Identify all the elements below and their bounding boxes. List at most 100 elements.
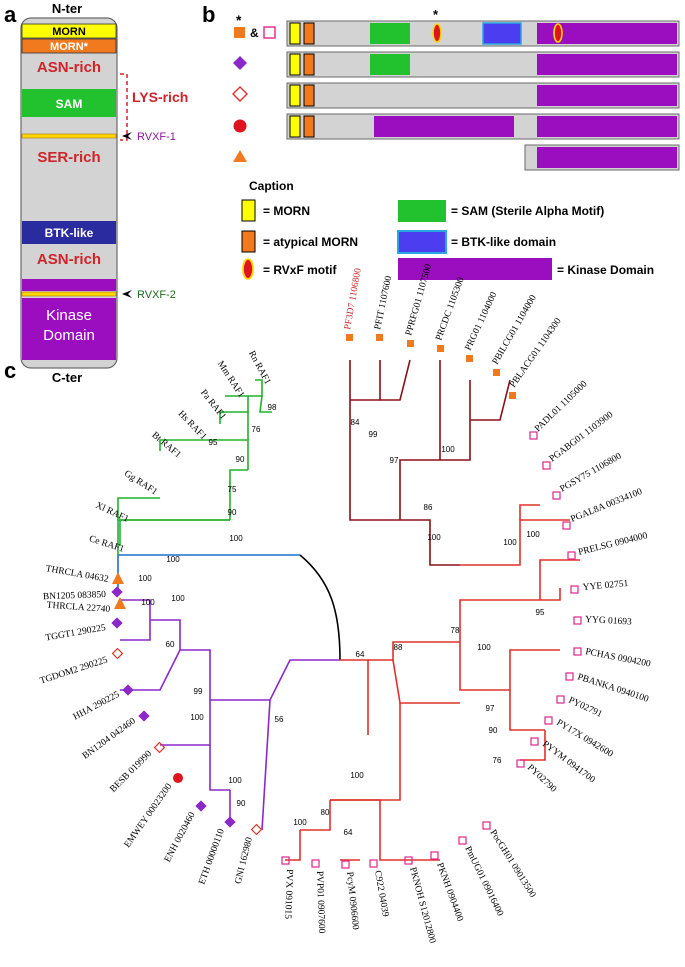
filled-red-circle-icon bbox=[233, 119, 247, 133]
rvxf-1-line bbox=[21, 133, 117, 139]
atypical-morn-label: MORN* bbox=[50, 41, 89, 53]
pf3d7-symbol-icon bbox=[346, 334, 353, 341]
leaf-label: BN1204 042460 bbox=[81, 716, 138, 761]
leaf-label: GNI 162980 bbox=[234, 836, 255, 885]
row3-kinase bbox=[537, 85, 677, 106]
leaf-label: PKNOH S12012800 bbox=[407, 866, 437, 945]
bootstrap-label: 90 bbox=[228, 508, 237, 517]
c-terminus-label: C-ter bbox=[52, 370, 82, 385]
row4-kinase-2 bbox=[537, 116, 677, 137]
legend-rvxf-swatch bbox=[242, 258, 254, 280]
orange-triangle-icon bbox=[233, 150, 247, 162]
row1-sam bbox=[370, 23, 410, 44]
legend-kinase-label: = Kinase Domain bbox=[557, 263, 654, 277]
clade-coccidia bbox=[120, 599, 340, 831]
leaf-label: PKNH 0904400 bbox=[434, 862, 465, 923]
leaf-label: PmUG01 09016400 bbox=[462, 845, 505, 918]
kinase-domain-label-box: Kinase Domain bbox=[43, 307, 95, 344]
legend-kinase-swatch bbox=[398, 258, 552, 280]
bootstrap-label: 90 bbox=[237, 799, 246, 808]
open-red-diamond-icon bbox=[232, 86, 248, 102]
legend-btk-label: = BTK-like domain bbox=[451, 235, 556, 249]
rvxf-2-label: RVXF-2 bbox=[137, 289, 176, 301]
legend-rvxf-label: = RVxF motif bbox=[263, 263, 337, 277]
leaf-label: Hs RAF1 bbox=[176, 409, 208, 442]
row1-kinase bbox=[537, 23, 677, 44]
panel-a-letter: a bbox=[4, 2, 17, 27]
leaf-label: Rn RAF1 bbox=[246, 349, 272, 386]
bootstrap-label: 64 bbox=[344, 828, 353, 837]
leaf-label: EMWEY 00023200 bbox=[123, 782, 175, 850]
kinase-domain-label: Kinase Domain bbox=[43, 307, 95, 344]
bootstrap-label: 100 bbox=[141, 598, 155, 607]
bootstrap-label: 100 bbox=[166, 555, 180, 564]
row4-kinase-1 bbox=[374, 116, 514, 137]
bootstrap-label: 97 bbox=[486, 704, 495, 713]
bootstrap-values: 98 76 95 90 75 90 100 100 84 99 97 100 8… bbox=[138, 403, 545, 837]
rvxf-2-arrow-icon bbox=[122, 290, 132, 298]
atypical-morn-segment bbox=[21, 38, 117, 54]
kinase-domain-segment bbox=[22, 298, 116, 360]
leaf-label: BESB 019990 bbox=[108, 749, 154, 795]
leaf-labels: PF3D7 1106800 PFIT 1107600 PPRFG01 11075… bbox=[39, 263, 652, 945]
morn-label: MORN bbox=[52, 26, 86, 38]
bootstrap-label: 56 bbox=[275, 715, 284, 724]
bootstrap-label: 98 bbox=[268, 403, 277, 412]
leaf-label: HHA 290225 bbox=[72, 690, 122, 723]
row5-kinase bbox=[537, 147, 677, 168]
bootstrap-label: 80 bbox=[321, 808, 330, 817]
leaf-label: THRCLA 22740 bbox=[46, 601, 110, 615]
bootstrap-label: 60 bbox=[166, 640, 175, 649]
bootstrap-label: 100 bbox=[229, 534, 243, 543]
rvxf-1-arrow-icon bbox=[122, 132, 132, 140]
bootstrap-label: 99 bbox=[369, 430, 378, 439]
row1-morn bbox=[289, 22, 301, 45]
bootstrap-label: 86 bbox=[424, 503, 433, 512]
row3-morn bbox=[289, 84, 301, 107]
asn-rich-label-2: ASN-rich bbox=[37, 251, 101, 268]
row2-kinase bbox=[537, 54, 677, 75]
leaf-label: THRCLA 04632 bbox=[45, 564, 110, 585]
row1-rvxf-2 bbox=[553, 23, 563, 43]
bootstrap-label: 76 bbox=[493, 756, 502, 765]
legend-btk-swatch bbox=[397, 230, 447, 254]
leaf-label: PcyM 0906600 bbox=[344, 871, 360, 930]
bootstrap-label: 100 bbox=[526, 530, 540, 539]
morn-segment bbox=[21, 23, 117, 39]
leaf-label: PRELSG 0904000 bbox=[577, 531, 649, 558]
bootstrap-label: 90 bbox=[489, 726, 498, 735]
leaf-label: ENH 0020460 bbox=[163, 810, 198, 864]
legend-sam-swatch bbox=[398, 200, 446, 222]
clade-laverania bbox=[349, 359, 511, 566]
leaf-label: PRCDC 1105300 bbox=[434, 276, 466, 342]
bootstrap-label: 100 bbox=[441, 445, 455, 454]
leaf-label: PCHAS 0904200 bbox=[584, 647, 651, 670]
row2-sam bbox=[370, 54, 410, 75]
leaf-label: PF3D7 1106800 bbox=[343, 267, 364, 330]
row4-atypical-morn bbox=[303, 115, 315, 138]
lys-rich-bracket bbox=[120, 73, 128, 141]
bootstrap-label: 95 bbox=[536, 608, 545, 617]
clade-plasmodium bbox=[285, 504, 580, 861]
row1-btk bbox=[482, 22, 522, 45]
leaf-label: BN1205 083850 bbox=[43, 590, 107, 602]
leaf-label: Xl RAF1 bbox=[94, 501, 130, 525]
bootstrap-label: 100 bbox=[171, 594, 185, 603]
bootstrap-label: 100 bbox=[293, 818, 307, 827]
caption-title: Caption bbox=[249, 179, 294, 193]
leaf-label: PVX 091015 bbox=[282, 869, 294, 919]
leaf-label: Gg RAF1 bbox=[122, 469, 159, 498]
panel-c-letter: c bbox=[4, 358, 16, 383]
asterisk-mark: * bbox=[236, 12, 242, 28]
bootstrap-label: 100 bbox=[477, 643, 491, 652]
bootstrap-label: 90 bbox=[236, 455, 245, 464]
branch-root bbox=[299, 554, 341, 661]
ampersand: & bbox=[250, 26, 259, 40]
leaf-label: C922 04039 bbox=[372, 870, 390, 918]
filled-orange-square-icon bbox=[234, 27, 245, 38]
row1-rvxf-1 bbox=[432, 23, 442, 43]
sam-segment bbox=[22, 89, 116, 117]
lys-rich-label: LYS-rich bbox=[132, 89, 188, 105]
